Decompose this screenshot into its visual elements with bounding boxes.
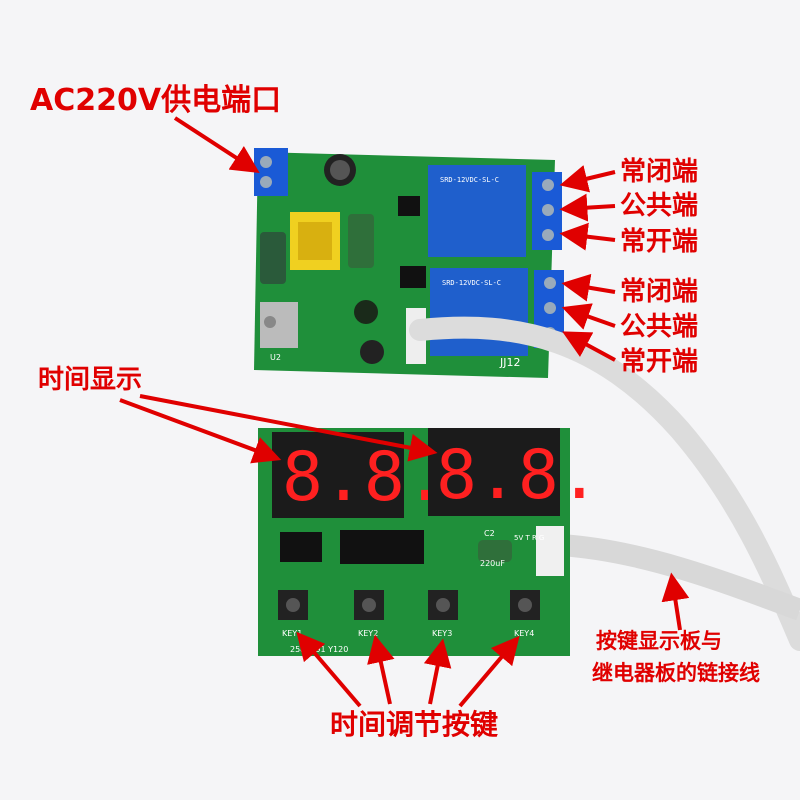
capacitor (354, 300, 378, 324)
relay-2-label: SRD-12VDC-SL-C (442, 279, 501, 287)
cable-label-line2: 继电器板的链接线 (592, 661, 760, 685)
relay1-no-label: 常开端 (620, 227, 698, 257)
relay2-com-arrow (561, 303, 616, 330)
relay1-nc-label: 常闭端 (620, 157, 698, 187)
terminal-screw (260, 156, 272, 168)
terminal-screw (544, 277, 556, 289)
relay-1 (428, 165, 526, 257)
terminal-screw (542, 229, 554, 241)
relay-1-label: SRD-12VDC-SL-C (440, 176, 499, 184)
time-display-label: 时间显示 (38, 365, 142, 395)
key4-arrow (458, 635, 520, 708)
relay1-nc-arrow (559, 165, 616, 193)
key-2: KEY2 (354, 590, 384, 638)
key3-arrow (423, 638, 452, 705)
time-display-arrow-right (139, 394, 438, 462)
display-board: 8.8. 8.8. 220uF C2 5V T R G KEY1 KEY2 KE… (258, 428, 600, 656)
key-3-label: KEY3 (432, 629, 452, 638)
inductor (360, 340, 384, 364)
relay1-no-arrow (559, 222, 616, 251)
display-header-connector (536, 526, 564, 576)
relay2-no-label: 常开端 (620, 347, 698, 377)
relay-board: SRD-12VDC-SL-C SRD-12VDC-SL-C U2 JJ12 (254, 148, 564, 378)
terminal-screw (542, 204, 554, 216)
u2-label: U2 (270, 353, 281, 362)
power-terminal-block (254, 148, 288, 196)
relay2-nc-label: 常闭端 (620, 277, 698, 307)
regulator-screw (264, 316, 276, 328)
ic-chip (280, 532, 322, 562)
key-4: KEY4 (510, 590, 540, 638)
key-1-cap (286, 598, 300, 612)
key2-arrow (367, 634, 395, 705)
terminal-screw (544, 302, 556, 314)
board-code-label: 2586591 Y120 (290, 645, 348, 654)
key1-arrow (296, 631, 362, 708)
terminal-screw (260, 176, 272, 188)
capacitor-green (348, 214, 374, 268)
c2-label: C2 (484, 529, 495, 538)
terminal-screw (542, 179, 554, 191)
key-4-cap (518, 598, 532, 612)
key-3: KEY3 (428, 590, 458, 638)
cable-arrow (661, 572, 690, 631)
relay2-com-label: 公共端 (620, 312, 698, 342)
ic-chip-main (340, 530, 424, 564)
key-3-cap (436, 598, 450, 612)
annotations: AC220V供电端口 常闭端 公共端 常开端 常闭端 公共端 常开端 时间显示 … (30, 83, 760, 741)
key-2-cap (362, 598, 376, 612)
display-left (272, 432, 404, 518)
relay1-com-label: 公共端 (620, 191, 698, 221)
power-port-arrow (173, 116, 260, 174)
relay1-com-arrow (559, 193, 616, 222)
key-2-label: KEY2 (358, 629, 378, 638)
relay2-no-arrow (562, 331, 616, 362)
capacitor-green (260, 232, 286, 284)
key-1: KEY1 (278, 590, 308, 638)
cable-label-line1: 按键显示板与 (596, 629, 722, 653)
capacitor-top (330, 160, 350, 180)
display-right (428, 428, 560, 516)
transformer-core (298, 222, 332, 260)
relay2-nc-arrow (561, 273, 616, 302)
cap-label: 220uF (480, 559, 505, 568)
ribbon-cable-lower (559, 534, 800, 621)
key-1-label: KEY1 (282, 629, 302, 638)
ic-chip (398, 196, 420, 216)
ic-chip (400, 266, 426, 288)
power-port-label: AC220V供电端口 (30, 83, 281, 118)
board-id-label: JJ12 (499, 356, 521, 369)
keys-label: 时间调节按键 (330, 708, 498, 741)
header-pins-label: 5V T R G (514, 534, 544, 542)
capacitor (478, 540, 512, 562)
ribbon-cable (409, 316, 800, 651)
time-display-arrow-left (119, 398, 282, 464)
display-right-digits: 8.8. (436, 436, 600, 515)
key-4-label: KEY4 (514, 629, 534, 638)
